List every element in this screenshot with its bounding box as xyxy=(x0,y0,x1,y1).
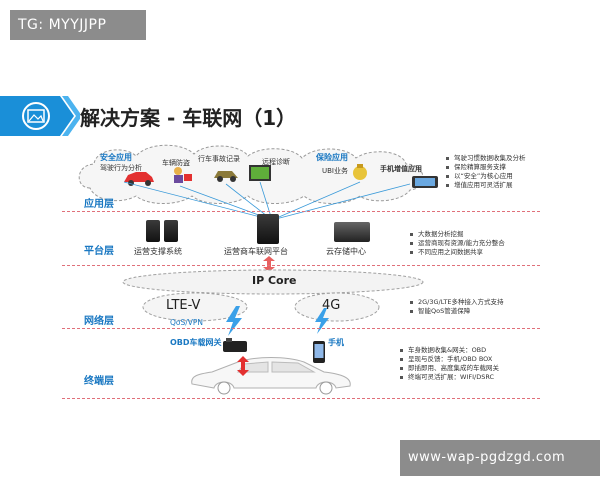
layer-label-platform: 平台层 xyxy=(84,246,114,257)
list-item: 2G/3G/LTE多种接入方式支持 xyxy=(410,298,504,307)
money-bag-icon xyxy=(353,164,367,180)
list-item: 车身数据收集&网关：OBD xyxy=(400,346,499,355)
phone-app-icon xyxy=(412,176,438,188)
list-item: 呈现与反馈：手机/OBD BOX xyxy=(400,355,499,364)
diagnostic-monitor-icon xyxy=(249,165,271,181)
mobile-vas-label: 手机增值应用 xyxy=(380,165,422,173)
updown-arrow-icon xyxy=(263,256,275,272)
safety-app-label: 安全应用 xyxy=(100,153,132,162)
list-item: 智能QoS管道保障 xyxy=(410,307,504,316)
lte-v-cloud xyxy=(142,292,248,322)
layer-label-network: 网络层 xyxy=(84,316,114,327)
4g-label: 4G xyxy=(322,298,341,313)
obd-gateway-label: OBD车载网关 xyxy=(170,338,222,347)
car-outline-graphic xyxy=(191,357,351,395)
cloud-storage-label: 云存储中心 xyxy=(326,247,366,256)
page-title: 解决方案 - 车联网（1） xyxy=(80,106,297,130)
app-layer-bullets: 驾驶习惯数据收集及分析 保险精算服务支撑 以“安全”为核心应用 增值应用可灵活扩… xyxy=(446,154,526,190)
ubi-label: UBI业务 xyxy=(322,167,348,175)
obd-device-icon xyxy=(223,338,247,352)
operator-platform-label: 运营商车联网平台 xyxy=(224,247,288,256)
qos-vpn-label: QoS/VPN xyxy=(170,318,204,327)
server-icon xyxy=(146,220,160,242)
lightning-icon xyxy=(315,308,329,334)
ip-core-label: IP Core xyxy=(252,274,297,287)
insurance-app-label: 保险应用 xyxy=(316,153,348,162)
divider-network-terminal xyxy=(62,328,540,329)
storage-server-icon xyxy=(334,222,370,242)
lightning-icon xyxy=(226,306,242,336)
header-chevron-graphic xyxy=(0,96,80,136)
divider-app-platform xyxy=(62,211,540,212)
list-item: 保险精算服务支撑 xyxy=(446,163,526,172)
list-item: 即插即用、高度集成的车载网关 xyxy=(400,364,499,373)
layer-label-app: 应用层 xyxy=(84,199,114,210)
smartphone-icon xyxy=(313,341,325,363)
divider-bottom xyxy=(62,398,540,399)
list-item: 终端可灵活扩展：WIFI/DSRC xyxy=(400,373,499,382)
picture-icon xyxy=(22,102,50,130)
network-layer-bullets: 2G/3G/LTE多种接入方式支持 智能QoS管道保障 xyxy=(410,298,504,316)
thief-icon xyxy=(174,167,192,183)
4g-cloud xyxy=(294,292,380,322)
updown-arrow-icon xyxy=(237,356,249,376)
phone-label: 手机 xyxy=(328,338,344,347)
list-item: 大数据分析挖掘 xyxy=(410,230,505,239)
platform-server-icon xyxy=(257,214,279,244)
list-item: 运营商现有资源/能力充分整合 xyxy=(410,239,505,248)
list-item: 增值应用可灵活扩展 xyxy=(446,181,526,190)
driving-analysis-label: 驾驶行为分析 xyxy=(100,164,142,172)
list-item: 以“安全”为核心应用 xyxy=(446,172,526,181)
accident-record-label: 行车事故记录 xyxy=(198,155,240,163)
list-item: 驾驶习惯数据收集及分析 xyxy=(446,154,526,163)
divider-platform-network xyxy=(62,265,540,266)
ops-support-label: 运营支撑系统 xyxy=(134,247,182,256)
layer-label-terminal: 终端层 xyxy=(84,376,114,387)
server-icon xyxy=(164,220,178,242)
watermark-top: TG: MYYJJPP xyxy=(10,10,146,40)
terminal-layer-bullets: 车身数据收集&网关：OBD 呈现与反馈：手机/OBD BOX 即插即用、高度集成… xyxy=(400,346,499,382)
platform-layer-bullets: 大数据分析挖掘 运营商现有资源/能力充分整合 不同应用之间数据共享 xyxy=(410,230,505,257)
remote-diag-label: 远程诊断 xyxy=(262,158,290,166)
anti-theft-label: 车辆防盗 xyxy=(162,159,190,167)
lte-v-label: LTE-V xyxy=(166,298,201,313)
crash-car-icon xyxy=(214,171,238,182)
watermark-bottom: www-wap-pgdzgd.com xyxy=(400,440,600,476)
ip-core-cloud xyxy=(122,269,424,295)
list-item: 不同应用之间数据共享 xyxy=(410,248,505,257)
